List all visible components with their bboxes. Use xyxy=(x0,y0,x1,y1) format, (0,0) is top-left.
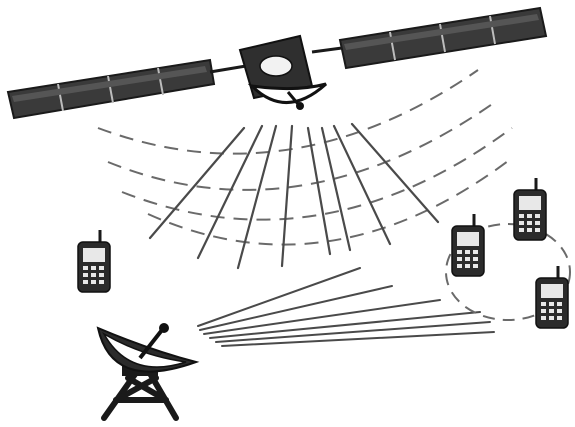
satellite-sensor xyxy=(260,56,292,76)
signal-beams xyxy=(150,124,438,268)
satellite-icon xyxy=(8,8,546,118)
signal-beam xyxy=(352,124,438,222)
uplink-line xyxy=(198,268,360,326)
signal-beam xyxy=(334,126,390,244)
mobile-phone-icon xyxy=(514,178,546,240)
signal-beam xyxy=(150,128,244,238)
left-solar-panel xyxy=(8,60,246,118)
wave-arc xyxy=(108,100,498,190)
uplink-lines xyxy=(198,268,494,346)
signal-beam xyxy=(238,126,276,268)
mobile-phone-icon xyxy=(536,266,568,328)
mobile-phone-icon xyxy=(78,230,110,292)
satellite-dish-icon xyxy=(98,323,196,418)
mobile-phone-icon xyxy=(452,214,484,276)
right-solar-panel xyxy=(312,8,546,68)
